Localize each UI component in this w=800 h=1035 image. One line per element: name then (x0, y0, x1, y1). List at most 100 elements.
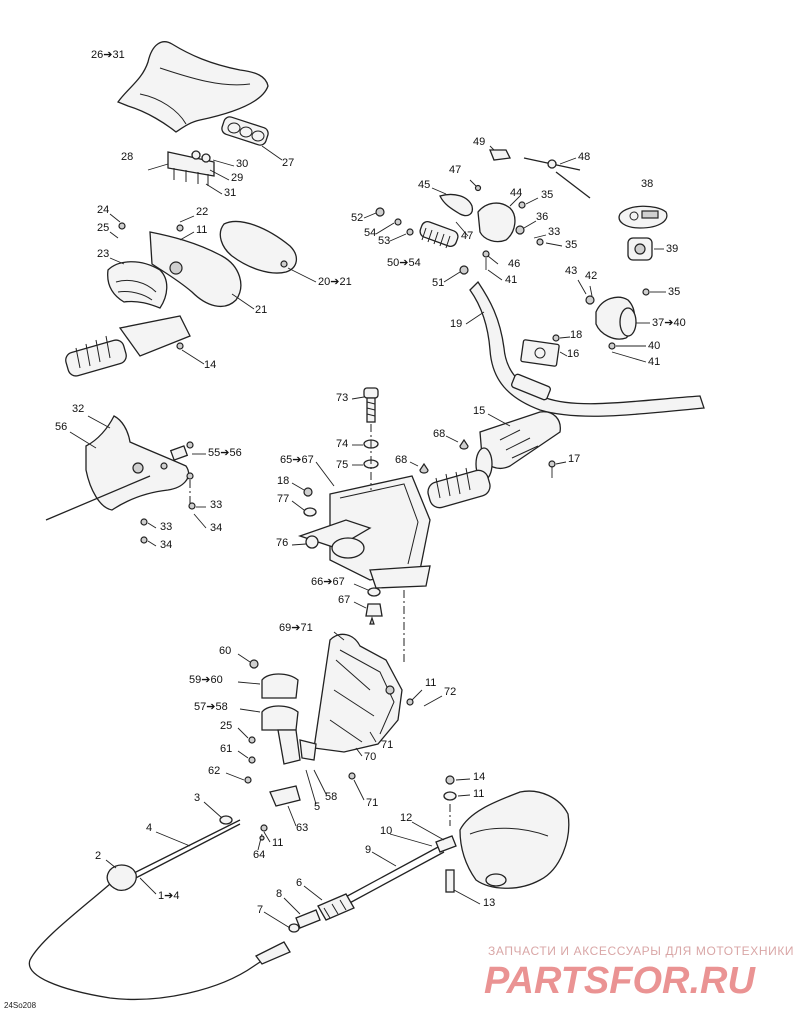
bolt-part-73 (363, 387, 379, 423)
part-callout-label: 10 (380, 825, 393, 837)
part-callout-label: 51 (432, 277, 445, 289)
part-callout-label: 45 (418, 179, 431, 191)
part-callout-label: 70 (364, 751, 377, 763)
part-callout-label: 61 (220, 743, 233, 755)
part-callout-label: 15 (473, 405, 486, 417)
part-callout-label: 46 (508, 258, 521, 270)
part-callout-label: 68 (433, 428, 446, 440)
part-callout-label: 11 (196, 224, 208, 236)
steering-column-part-15 (475, 411, 561, 481)
part-callout-label: 41 (505, 274, 518, 286)
part-callout-label: 62 (208, 765, 221, 777)
part-callout-label: 29 (231, 172, 244, 184)
part-callout-label: 64 (253, 849, 266, 861)
part-callout-label: 37➔40 (652, 317, 686, 329)
part-callout-label: 55➔56 (208, 447, 242, 459)
part-callout-label: 60 (219, 645, 232, 657)
part-callout-label: 56 (55, 421, 68, 433)
part-callout-label: 71 (381, 739, 394, 751)
part-callout-label: 54 (364, 227, 377, 239)
part-callout-label: 57➔58 (194, 701, 228, 713)
part-callout-label: 75 (336, 459, 349, 471)
switch-part-39 (627, 237, 653, 261)
throttle-housing-part-44 (477, 202, 516, 243)
part-callout-label: 34 (210, 522, 223, 534)
part-callout-label: 13 (483, 897, 496, 909)
part-callout-label: 20➔21 (318, 276, 352, 288)
part-callout-label: 43 (565, 265, 578, 277)
left-grip-part (65, 315, 191, 377)
part-callout-label: 11 (473, 788, 485, 800)
watermark-logo: PARTSFOR.RU (484, 960, 756, 1002)
part-callout-label: 27 (282, 157, 295, 169)
part-callout-label: 26➔31 (91, 49, 125, 61)
drawing-code: 24So208 (4, 1001, 37, 1010)
throttle-lever-part-45 (439, 193, 474, 217)
badge-part-27 (221, 116, 269, 146)
part-callout-label: 17 (568, 453, 581, 465)
part-callout-label: 5 (314, 801, 321, 813)
reverse-cable-part-9 (288, 835, 457, 933)
control-cable-part-1 (28, 815, 291, 1001)
part-callout-label: 16 (567, 348, 580, 360)
part-callout-label: 6 (296, 877, 303, 889)
part-callout-label: 8 (276, 888, 283, 900)
part-callout-label: 12 (400, 812, 413, 824)
grip-housing-part-23 (107, 261, 168, 309)
part-callout-label: 21 (255, 304, 268, 316)
part-callout-label: 35 (541, 189, 554, 201)
handlebar-part-19 (469, 280, 705, 417)
part-callout-label: 32 (72, 403, 85, 415)
part-callout-label: 3 (194, 792, 201, 804)
part-callout-label: 72 (444, 686, 457, 698)
part-callout-label: 4 (146, 822, 153, 834)
part-callout-label: 25 (97, 222, 110, 234)
console-part-32 (85, 415, 190, 511)
part-callout-label: 35 (668, 286, 681, 298)
support-bracket-part-69 (313, 633, 403, 753)
clip-part-49 (489, 149, 511, 161)
part-callout-label: 18 (277, 475, 290, 487)
part-callout-label: 47 (449, 164, 462, 176)
part-callout-label: 52 (351, 212, 364, 224)
part-callout-label: 77 (277, 493, 290, 505)
part-callout-label: 50➔54 (387, 257, 421, 269)
part-callout-label: 53 (378, 235, 391, 247)
part-callout-label: 66➔67 (311, 576, 345, 588)
part-callout-label: 31 (224, 187, 237, 199)
part-callout-label: 33 (160, 521, 173, 533)
nozzle-part-13 (459, 790, 570, 889)
part-callout-label: 69➔71 (279, 622, 313, 634)
part-callout-label: 47 (461, 230, 474, 242)
ignition-part-38 (618, 205, 668, 229)
cable-part-48 (523, 157, 591, 199)
clamp-part-16 (520, 339, 560, 367)
part-callout-label: 35 (565, 239, 578, 251)
part-callout-label: 33 (548, 226, 561, 238)
part-callout-label: 48 (578, 151, 591, 163)
part-callout-label: 68 (395, 454, 408, 466)
part-callout-label: 1➔4 (158, 890, 180, 902)
part-callout-label: 67 (338, 594, 351, 606)
clamp-part-57 (261, 705, 301, 765)
part-callout-label: 39 (666, 243, 679, 255)
bracket-part-28-31 (147, 150, 215, 186)
switch-housing-part (149, 231, 242, 308)
grip-part-right (427, 467, 491, 509)
part-callout-label: 7 (257, 904, 264, 916)
part-callout-label: 30 (236, 158, 249, 170)
part-callout-label: 19 (450, 318, 463, 330)
part-callout-label: 73 (336, 392, 349, 404)
part-callout-label: 2 (95, 850, 102, 862)
part-callout-label: 58 (325, 791, 338, 803)
part-callout-label: 74 (336, 438, 349, 450)
part-callout-label: 38 (641, 178, 654, 190)
part-callout-label: 25 (220, 720, 233, 732)
top-cover-part (116, 41, 269, 133)
part-callout-label: 63 (296, 822, 309, 834)
clamp-part-59 (261, 673, 299, 699)
part-callout-label: 23 (97, 248, 110, 260)
part-callout-label: 76 (276, 537, 289, 549)
part-callout-label: 42 (585, 270, 598, 282)
